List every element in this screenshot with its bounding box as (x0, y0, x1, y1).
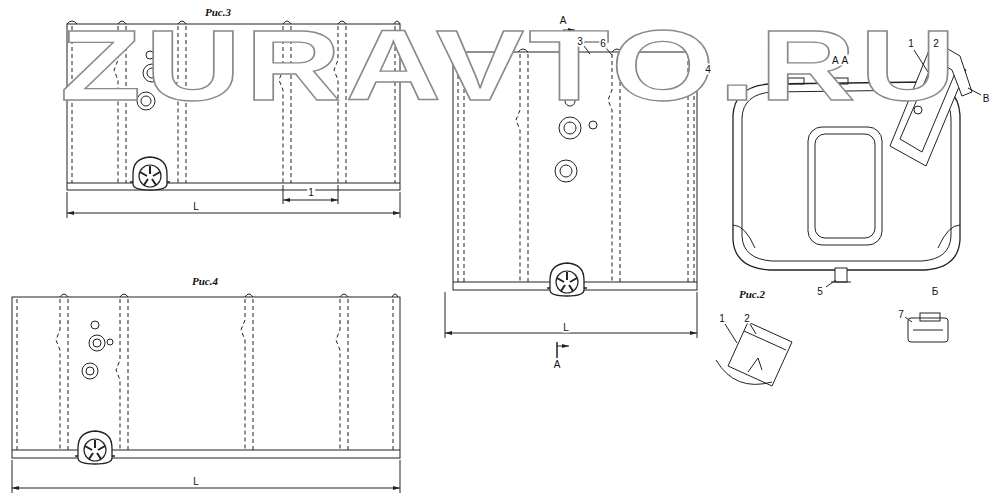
callout-number: 6 (599, 38, 607, 49)
figure-title: Рис.4 (191, 275, 219, 287)
callout-number: 2 (932, 38, 940, 49)
dimension-label: L (192, 476, 200, 487)
dimension-label: L (192, 201, 200, 212)
callout-number: 1 (907, 38, 915, 49)
figure-title: Рис.3 (204, 6, 232, 18)
callout-number: 3 (576, 36, 584, 47)
callout-number: 2 (743, 313, 751, 324)
section-mark: А А (831, 55, 849, 66)
dimension-label: 1 (307, 187, 315, 198)
section-mark: А (559, 15, 568, 26)
figure-title: Рис.2 (738, 288, 766, 300)
view-mark: В (982, 93, 991, 104)
view-mark: Б (931, 286, 940, 297)
dimension-label: L (562, 322, 570, 333)
callout-number: 1 (718, 313, 726, 324)
callout-number: 5 (816, 286, 824, 297)
callout-number: 7 (897, 309, 905, 320)
callout-number: 4 (704, 64, 712, 75)
section-mark: А (553, 359, 562, 370)
watermark: ZURAVTO.RU (60, 15, 960, 115)
